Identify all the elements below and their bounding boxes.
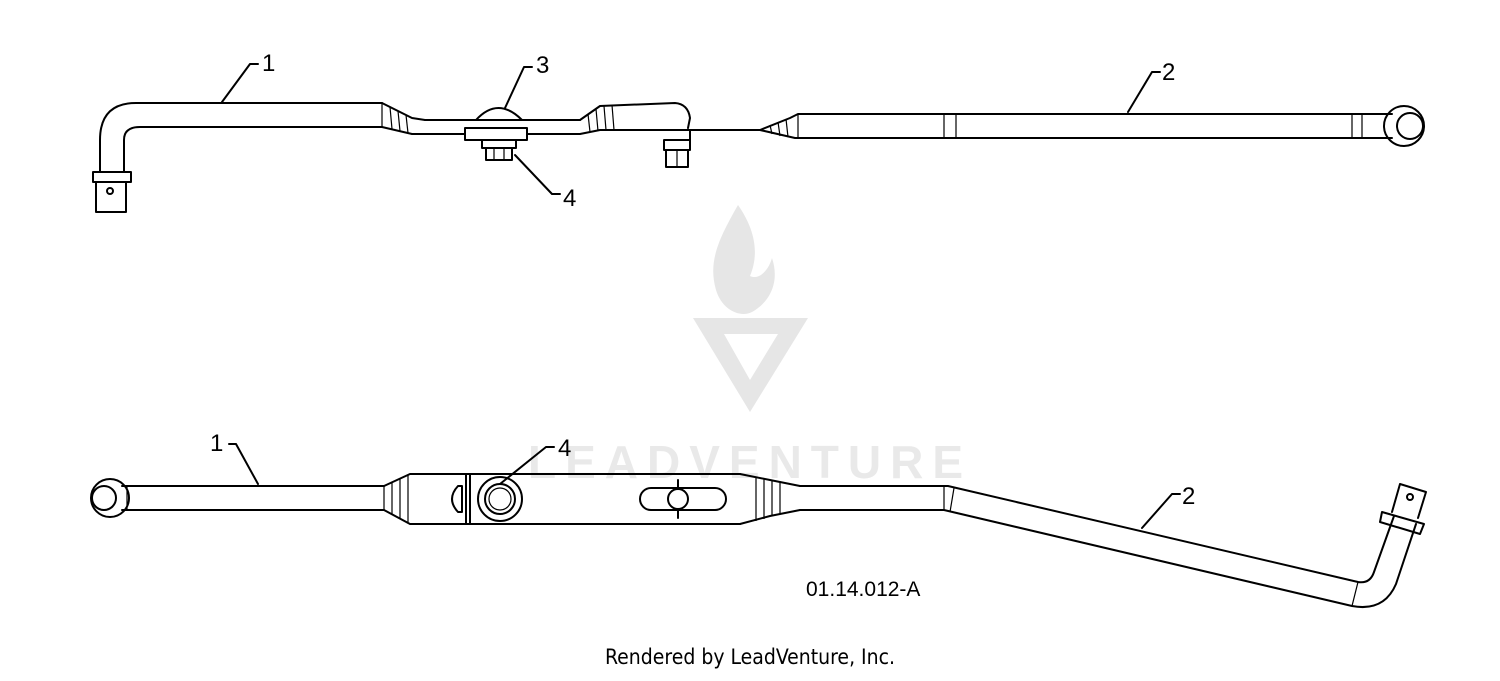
callout-bottom-4: 4: [558, 435, 571, 462]
drawing-number: 01.14.012-A: [806, 578, 920, 601]
bottom-rod-part-1: [90, 473, 441, 525]
top-rod-part-2: [685, 105, 1425, 147]
watermark-text: LEADVENTURE: [528, 436, 972, 488]
bottom-center-plate: [439, 473, 801, 525]
top-assembly: 1 3 2 4: [92, 50, 1425, 213]
callout-bottom-1: 1: [210, 430, 223, 457]
render-credit: Rendered by LeadVenture, Inc.: [605, 645, 895, 669]
top-rod-part-1: [92, 102, 426, 213]
callout-top-4: 4: [563, 185, 576, 212]
callout-top-3: 3: [536, 52, 549, 79]
bottom-rod-part-2: [799, 483, 1427, 608]
flame-v-logo-icon: [693, 205, 808, 412]
bottom-assembly: 1 4 2: [90, 430, 1427, 608]
washer-part-3: [475, 107, 523, 121]
nut-part-4: [481, 139, 517, 161]
top-leaders: [221, 63, 1161, 195]
bottom-leaders: [228, 443, 1181, 529]
callout-top-2: 2: [1162, 59, 1175, 86]
watermark: LEADVENTURE: [528, 205, 972, 488]
top-middle-plate: [424, 102, 691, 168]
callout-top-1: 1: [262, 50, 275, 77]
callout-bottom-2: 2: [1182, 483, 1195, 510]
